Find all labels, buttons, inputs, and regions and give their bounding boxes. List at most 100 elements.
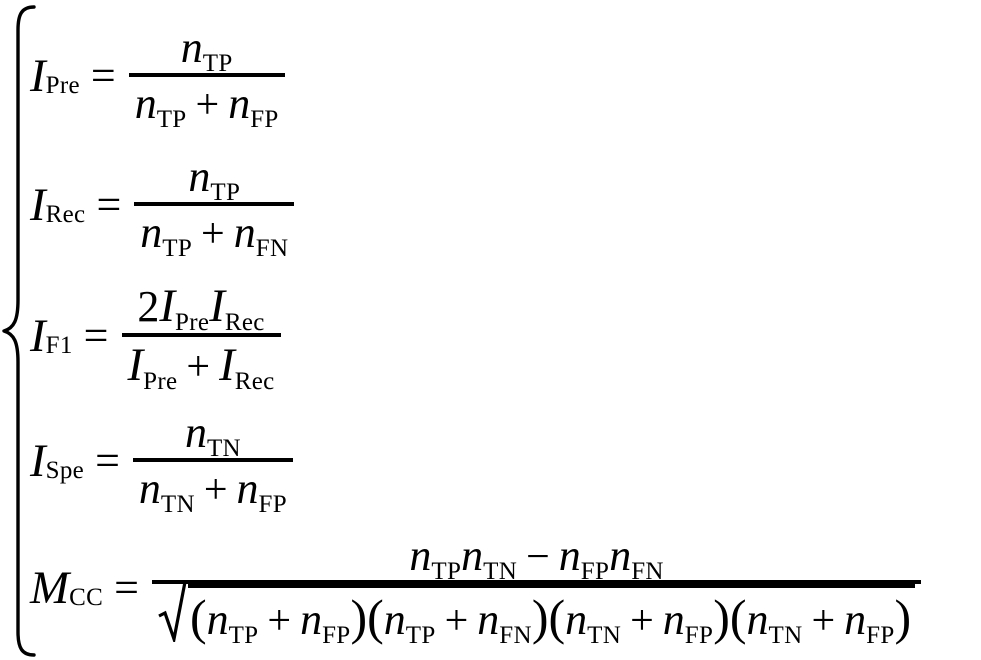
subscript-tn: TN xyxy=(206,435,241,462)
subscript-fp: FP xyxy=(250,106,279,133)
plus-sign: + xyxy=(811,598,836,644)
subscript-tp: TP xyxy=(156,106,187,133)
equals-sign: = xyxy=(96,180,122,229)
variable-M: M xyxy=(30,561,70,614)
subscript-pre: Pre xyxy=(45,71,80,99)
variable-I: I xyxy=(127,339,144,391)
subscript-rec: Rec xyxy=(45,200,86,228)
variable-n: n xyxy=(188,152,211,201)
variable-I-f1: I xyxy=(30,309,46,362)
variable-n: n xyxy=(206,595,229,644)
variable-n: n xyxy=(844,595,867,644)
plus-sign: + xyxy=(186,344,211,390)
left-paren: ( xyxy=(548,589,566,645)
equals-sign: = xyxy=(114,563,139,612)
subscript-spe: Spe xyxy=(45,456,85,484)
variable-n: n xyxy=(477,595,500,644)
right-paren: ) xyxy=(531,589,549,645)
variable-n: n xyxy=(134,79,157,128)
plus-sign: + xyxy=(630,598,654,644)
subscript-tn: TN xyxy=(587,622,622,649)
subscript-fp: FP xyxy=(684,622,714,649)
left-paren: ( xyxy=(189,589,207,645)
variable-n: n xyxy=(558,531,581,580)
variable-I: I xyxy=(159,280,175,332)
variable-n: n xyxy=(746,595,769,644)
equals-sign: = xyxy=(83,311,109,360)
left-paren: ( xyxy=(729,589,747,645)
variable-I-precision: I xyxy=(30,49,46,102)
variable-I-recall: I xyxy=(30,178,46,231)
subscript-fp: FP xyxy=(580,558,610,585)
subscript-fn: FN xyxy=(631,558,664,585)
variable-n: n xyxy=(233,208,256,257)
subscript-tp: TP xyxy=(431,558,462,585)
subscript-pre: Pre xyxy=(175,309,210,336)
fraction-bar xyxy=(128,73,285,77)
radical-sign-icon xyxy=(158,580,188,642)
variable-n: n xyxy=(383,595,406,644)
variable-n: n xyxy=(609,531,632,580)
plus-sign: + xyxy=(444,598,469,644)
variable-n: n xyxy=(662,595,685,644)
variable-n: n xyxy=(565,595,588,644)
variable-n: n xyxy=(228,79,251,128)
equals-sign: = xyxy=(95,436,120,485)
variable-n: n xyxy=(138,464,161,513)
variable-n: n xyxy=(140,208,163,257)
subscript-tn: TN xyxy=(483,558,518,585)
subscript-tn: TN xyxy=(160,491,195,518)
subscript-tp: TP xyxy=(162,235,193,262)
variable-n: n xyxy=(461,531,484,580)
subscript-tp: TP xyxy=(228,622,259,649)
plus-sign: + xyxy=(201,211,225,257)
plus-sign: + xyxy=(203,467,228,513)
right-paren: ) xyxy=(713,589,730,645)
subscript-tn: TN xyxy=(768,622,803,649)
minus-sign: − xyxy=(526,534,550,580)
variable-I: I xyxy=(209,280,225,332)
equals-sign: = xyxy=(90,51,116,100)
right-paren: ) xyxy=(894,589,912,645)
subscript-cc: CC xyxy=(69,583,104,611)
variable-n: n xyxy=(184,408,207,457)
subscript-fp: FP xyxy=(866,622,895,649)
subscript-fn: FN xyxy=(255,235,289,262)
subscript-tp: TP xyxy=(405,622,436,649)
subscript-rec: Rec xyxy=(224,309,265,336)
variable-n: n xyxy=(300,595,323,644)
subscript-tp: TP xyxy=(202,50,233,77)
variable-I: I xyxy=(219,339,235,391)
coefficient-two: 2 xyxy=(137,282,160,331)
right-paren: ) xyxy=(350,589,368,645)
fraction-bar xyxy=(121,333,281,337)
variable-n: n xyxy=(180,23,203,72)
subscript-pre: Pre xyxy=(143,368,178,395)
subscript-fp: FP xyxy=(322,622,351,649)
subscript-f1: F1 xyxy=(45,331,73,359)
subscript-fp: FP xyxy=(258,491,287,518)
variable-n: n xyxy=(409,531,432,580)
left-paren: ( xyxy=(367,589,384,645)
plus-sign: + xyxy=(195,82,220,128)
